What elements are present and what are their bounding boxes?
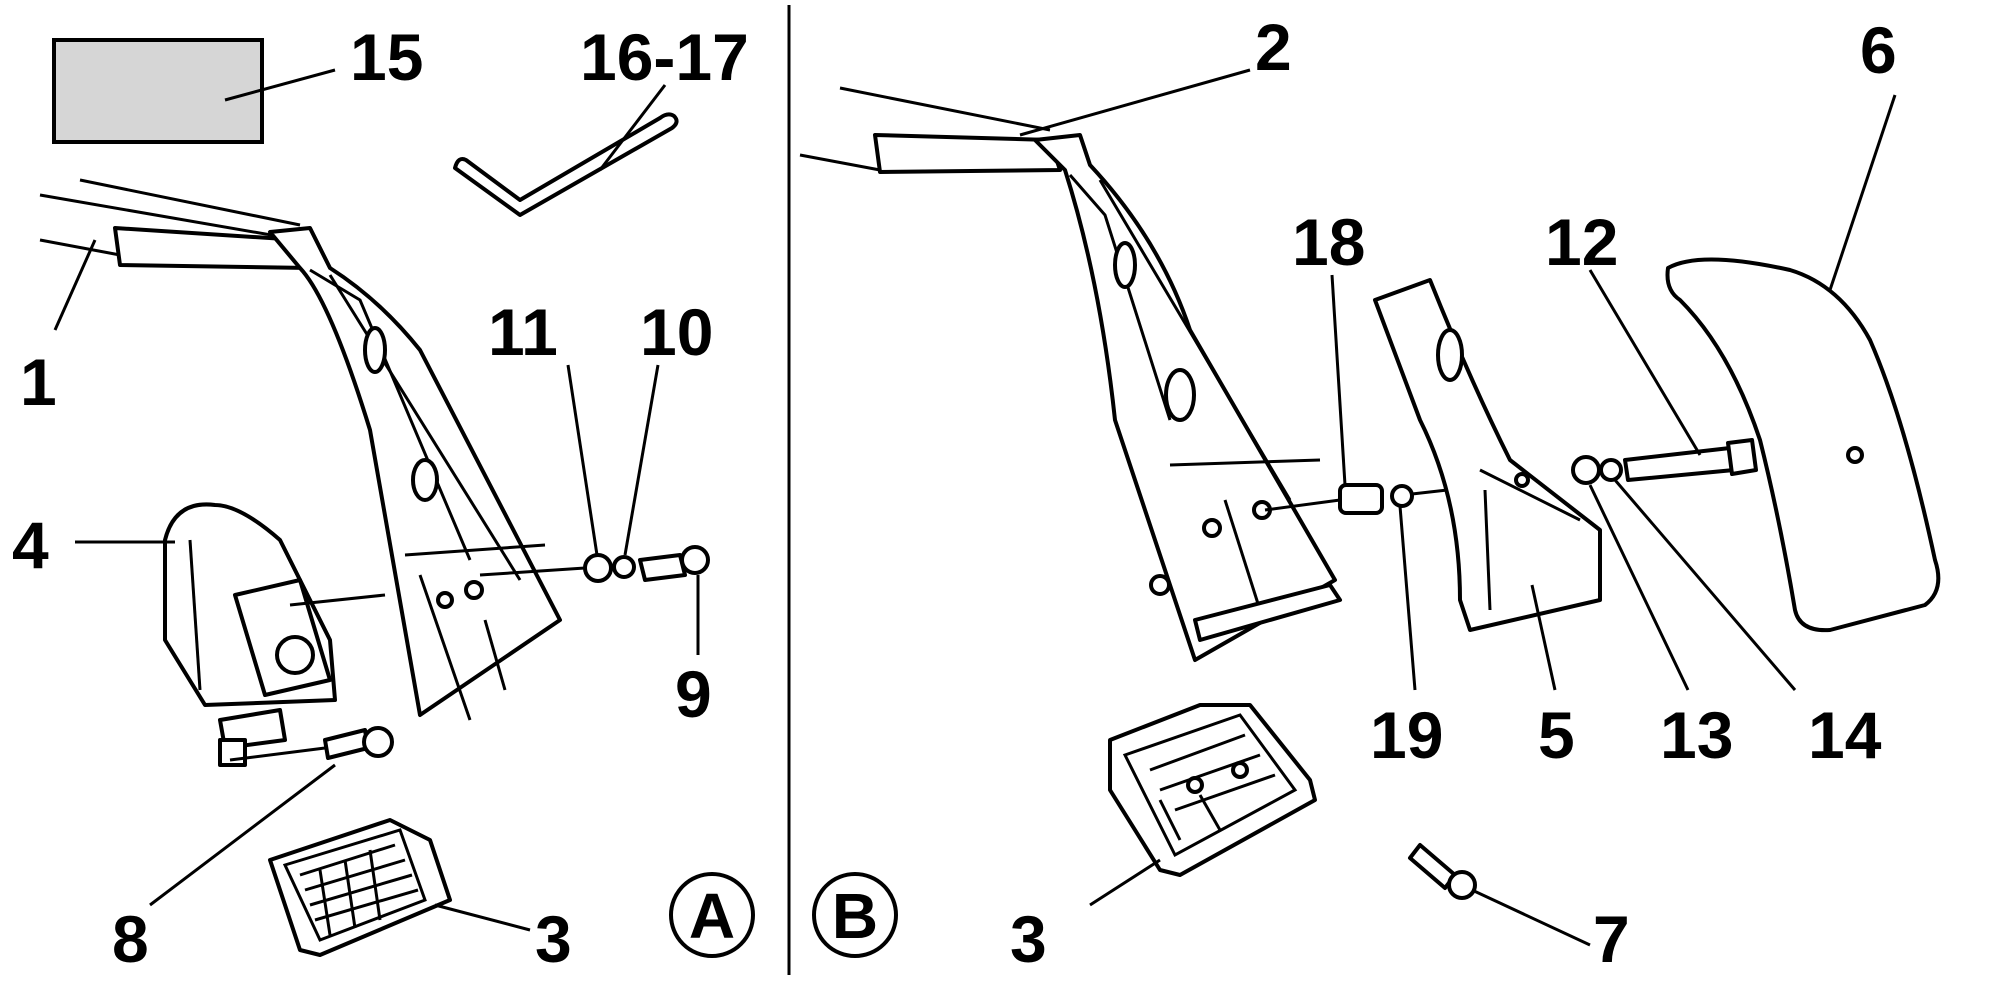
- callout-19: 19: [1370, 698, 1443, 772]
- part-10-washer: [612, 555, 636, 579]
- part-13-washer: [1571, 455, 1601, 485]
- part-4-end-cap: [163, 502, 337, 767]
- callout-6: 6: [1860, 13, 1897, 87]
- panel-b-circle: [812, 872, 898, 958]
- callout-9: 9: [675, 657, 712, 731]
- panel-a: A: [39, 38, 755, 958]
- leader-axis-b1: [1264, 498, 1341, 512]
- part-15-pad: [52, 38, 264, 144]
- leader-12: [1588, 269, 1702, 456]
- leader-3a: [434, 903, 531, 932]
- callout-18: 18: [1292, 205, 1365, 279]
- callout-2: 2: [1255, 10, 1292, 84]
- callout-13: 13: [1660, 698, 1733, 772]
- leader-14: [1613, 479, 1797, 691]
- part-3b-foot-pad: [1108, 703, 1317, 877]
- leader-4b: [289, 593, 386, 607]
- leader-11: [566, 364, 599, 556]
- part-16-17-allen-key: [453, 112, 679, 217]
- part-5-bracket: [1373, 278, 1602, 632]
- leader-18: [1330, 274, 1347, 486]
- callout-1: 1: [20, 345, 57, 419]
- leader-3b: [1089, 858, 1161, 907]
- part-2-bar-foot: [799, 86, 1342, 662]
- leader-13: [1588, 484, 1690, 691]
- part-8-screw: [323, 726, 394, 760]
- leader-16-17: [598, 84, 667, 171]
- panel-a-circle: [669, 872, 755, 958]
- callout-3b: 3: [1010, 902, 1047, 976]
- callout-4: 4: [12, 508, 49, 582]
- part-14-washer: [1599, 458, 1623, 482]
- leader-15: [224, 68, 336, 102]
- leader-6: [1828, 94, 1897, 291]
- callout-11: 11: [488, 295, 558, 369]
- part-7-screw: [1408, 843, 1477, 900]
- callout-8: 8: [112, 902, 149, 976]
- callout-10: 10: [640, 295, 713, 369]
- panel-a-label: A: [689, 880, 735, 952]
- part-3a-foot-pad: [268, 818, 452, 957]
- part-6-cover: [1665, 257, 1941, 633]
- callout-7: 7: [1593, 902, 1630, 976]
- leader-19: [1398, 505, 1417, 691]
- panel-b: B: [799, 68, 1941, 958]
- leader-8: [149, 763, 336, 907]
- callout-3a: 3: [535, 902, 572, 976]
- leader-7: [1471, 888, 1591, 947]
- part-18-spacer: [1338, 483, 1384, 515]
- leader-5: [1530, 584, 1557, 691]
- callout-16-17: 16-17: [580, 20, 749, 94]
- callout-15: 15: [350, 20, 423, 94]
- panel-b-label: B: [832, 880, 878, 952]
- callout-labels: 15 16-17 1 11 10 4 9 8 3 2 6 18 12 19 5 …: [12, 10, 1897, 976]
- part-11-washer: [583, 553, 613, 583]
- leader-8-axis: [229, 746, 326, 762]
- callout-5: 5: [1538, 698, 1575, 772]
- part-19-washer: [1390, 484, 1414, 508]
- part-9-screw: [638, 545, 710, 582]
- part-12-bolt: [1623, 438, 1758, 482]
- callout-14: 14: [1808, 698, 1882, 772]
- leader-10: [623, 364, 660, 556]
- leader-2: [1019, 68, 1251, 137]
- leader-1: [53, 239, 97, 331]
- part-1-bar-foot: [39, 178, 562, 721]
- callout-12: 12: [1545, 205, 1618, 279]
- leader-axis-a: [479, 566, 586, 577]
